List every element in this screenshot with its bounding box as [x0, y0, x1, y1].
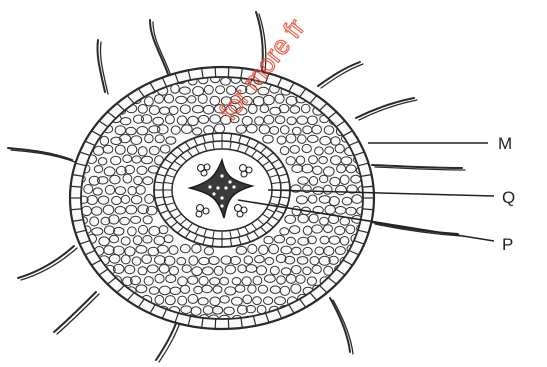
cortex-cell	[76, 78, 85, 86]
root-hair	[18, 246, 74, 278]
cortex-cell	[81, 85, 91, 93]
cortex-cell	[105, 305, 115, 314]
cortex-cell	[358, 84, 368, 93]
cortex-cell	[122, 75, 132, 83]
cortex-cell	[359, 285, 368, 292]
cortex-cell	[341, 95, 351, 103]
cortex-cell	[87, 95, 96, 102]
cortex-cell	[89, 76, 98, 85]
cortex-cell	[94, 86, 104, 94]
cortex-cell	[134, 77, 143, 85]
xylem-cell	[220, 174, 223, 177]
cortex-cell	[98, 295, 109, 303]
root-hair	[356, 98, 414, 118]
root-hair-edge	[159, 320, 181, 362]
root-hair	[330, 298, 350, 352]
cortex-cell	[325, 306, 334, 313]
cortex-cell	[347, 87, 358, 96]
cortex-cell	[348, 105, 357, 114]
cortex-cell	[342, 77, 353, 86]
xylem-cell	[208, 185, 211, 188]
cortex-cell	[126, 306, 137, 314]
root-hair-edge	[359, 100, 417, 120]
cortex-cell	[353, 277, 363, 284]
cortex-cell	[319, 317, 330, 326]
root-hair-edge	[321, 64, 363, 88]
cortex-cell	[354, 75, 362, 83]
cortex-cell	[88, 115, 97, 124]
cortex-cell	[330, 316, 339, 324]
cortex-cell	[307, 76, 316, 83]
root-hair	[97, 40, 105, 92]
cortex-cell	[78, 115, 87, 122]
xylem-cell	[228, 180, 231, 183]
cortex-cell	[101, 315, 110, 324]
cortex-cell	[314, 306, 323, 315]
cortex-cell	[324, 87, 333, 95]
cortex-cell	[309, 316, 319, 325]
cortex-cell	[114, 306, 124, 314]
cortex-cell	[354, 97, 363, 106]
cortex-cell	[352, 315, 363, 323]
cortex-cell	[336, 85, 345, 94]
xylem-cell	[224, 186, 227, 189]
root-hair-edge	[57, 294, 99, 334]
cortex-cell	[351, 294, 361, 303]
cortex-cell	[84, 104, 93, 113]
xylem-cell	[232, 185, 235, 188]
xylem-cell	[216, 186, 219, 189]
root-hair	[318, 62, 360, 86]
cortex-cell	[79, 98, 87, 105]
cortex-cell	[336, 285, 347, 292]
cortex-cell	[89, 276, 99, 284]
cortex-cell	[143, 316, 152, 325]
cortex-cell	[82, 287, 91, 295]
label-Q: Q	[502, 188, 515, 207]
cortex-cell	[77, 316, 88, 324]
cortex-cell	[297, 317, 305, 325]
cortex-cell	[100, 98, 109, 105]
cortex-cell	[331, 95, 341, 103]
cortex-cell	[348, 286, 357, 294]
cortex-cell	[111, 75, 120, 84]
cortex-cell	[87, 316, 96, 325]
cortex-cell	[95, 305, 105, 313]
label-P: P	[502, 235, 513, 254]
root-hair-edge	[153, 22, 171, 76]
cortex-cell	[92, 105, 101, 112]
label-M: M	[498, 134, 512, 153]
cortex-cell	[358, 305, 367, 313]
cortex-cell	[131, 317, 140, 325]
cortex-cell	[111, 316, 120, 324]
cortex-cell	[357, 125, 365, 134]
cortex-cell	[357, 264, 368, 273]
xylem-cell	[220, 196, 223, 199]
root-hair	[156, 318, 178, 360]
xylem-cell	[220, 204, 223, 207]
xylem-cell	[212, 192, 215, 195]
cortex-cell	[123, 315, 132, 323]
root-hair	[54, 292, 96, 332]
cortex-cell	[77, 276, 87, 284]
cortex-cell	[81, 267, 92, 275]
cortex-cell	[346, 306, 356, 314]
cortex-cell	[115, 85, 123, 94]
cortex-cell	[340, 295, 350, 304]
